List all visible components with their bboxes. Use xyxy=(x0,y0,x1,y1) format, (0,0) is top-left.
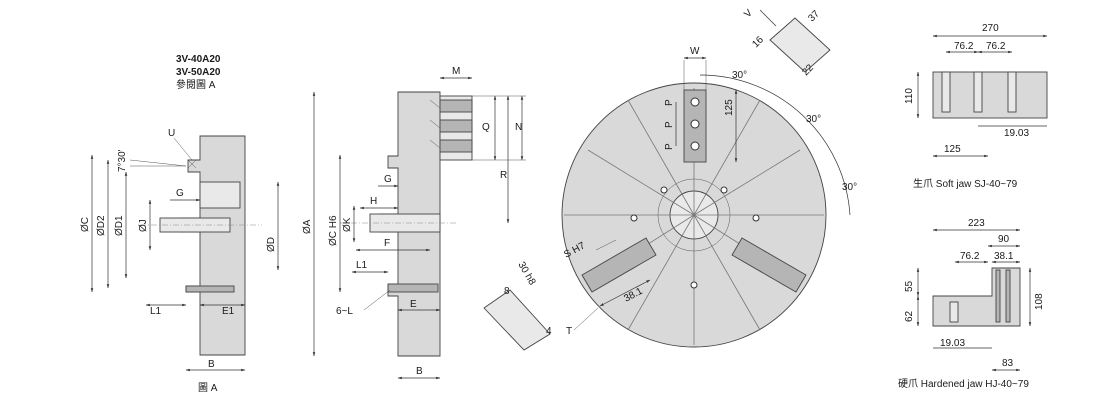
figure-a-pocket xyxy=(199,181,241,209)
hard-jaw-dim-55: 55 xyxy=(904,280,915,292)
label-oc-h6: ØC H6 xyxy=(328,215,339,246)
soft-jaw-caption: 生爪 Soft jaw SJ-40~79 xyxy=(913,177,1018,190)
label-u: U xyxy=(168,128,175,139)
jaw-left xyxy=(581,237,657,293)
label-g-side: G xyxy=(384,174,392,185)
hard-jaw-view: 223 90 76.2 38.1 55 62 108 19.03 83 硬爪 H… xyxy=(898,218,1045,390)
label-8: 8 xyxy=(504,286,510,297)
label-16: 16 xyxy=(750,34,766,50)
soft-jaw-dim-19-03: 19.03 xyxy=(1004,128,1029,139)
tslot-part xyxy=(769,17,831,73)
label-od2: ØD2 xyxy=(96,215,107,236)
hard-jaw-dim-90: 90 xyxy=(998,234,1010,245)
angle-arc xyxy=(699,74,851,216)
label-angle-1: 30° xyxy=(732,70,747,81)
label-oa: ØA xyxy=(302,219,313,234)
label-37: 37 xyxy=(806,8,822,24)
label-t: T xyxy=(566,326,572,337)
key-detail: 30 h8 8 4 xyxy=(483,260,552,351)
figure-a-body xyxy=(179,135,246,356)
hard-jaw-dim-108: 108 xyxy=(1034,293,1045,310)
label-b-side: B xyxy=(416,366,423,377)
soft-jaw-dim-76-2-b: 76.2 xyxy=(986,41,1006,52)
key-part xyxy=(483,289,551,351)
label-angle-2: 30° xyxy=(806,114,821,125)
label-oj: ØJ xyxy=(138,219,149,232)
label-n: N xyxy=(515,122,522,133)
figure-a-view: 3V-40A20 3V-50A20 參閱圖 A U 7°30' G ØC ØD2… xyxy=(80,54,280,394)
label-30-h8: 30 h8 xyxy=(515,260,537,288)
label-oc: ØC xyxy=(80,217,91,232)
label-m: M xyxy=(452,66,460,77)
label-l1: L1 xyxy=(150,306,162,317)
reference-note: 參閱圖 A xyxy=(176,78,216,91)
jaw-right xyxy=(731,237,807,293)
label-od: ØD xyxy=(266,237,277,252)
model-label-1: 3V-40A20 xyxy=(176,54,221,65)
soft-jaw-dim-76-2-a: 76.2 xyxy=(954,41,974,52)
label-g: G xyxy=(176,188,184,199)
side-view: M Q N R G H ØA ØC H6 ØK F L1 6~L E B xyxy=(302,66,526,380)
label-h: H xyxy=(370,196,377,207)
label-125: 125 xyxy=(724,99,735,116)
soft-jaw-body xyxy=(932,71,1048,119)
label-angle-3: 30° xyxy=(842,182,857,193)
label-q: Q xyxy=(482,122,490,133)
label-b: B xyxy=(208,359,215,370)
label-r: R xyxy=(500,170,507,181)
label-p-1: P xyxy=(664,99,675,106)
hard-jaw-caption: 硬爪 Hardened jaw HJ-40~79 xyxy=(898,378,1029,390)
label-v: V xyxy=(742,7,755,20)
hard-jaw-dim-62: 62 xyxy=(904,310,915,322)
label-angle: 7°30' xyxy=(117,149,128,172)
figure-a-flange xyxy=(185,285,235,293)
label-6-l: 6~L xyxy=(336,306,353,317)
label-ok: ØK xyxy=(342,217,353,232)
side-view-flange xyxy=(387,283,439,293)
label-f: F xyxy=(384,238,390,249)
soft-jaw-dim-270: 270 xyxy=(982,23,999,34)
label-p-3: P xyxy=(664,143,675,150)
front-view: W P P P 125 30° 30° 30° S H7 38.1 T xyxy=(561,46,857,348)
label-4: 4 xyxy=(546,326,552,337)
soft-jaw-dim-110: 110 xyxy=(904,88,915,104)
label-w: W xyxy=(690,46,700,57)
figure-a-caption: 圖 A xyxy=(198,382,218,394)
hard-jaw-dim-83: 83 xyxy=(1002,358,1014,369)
soft-jaw-dim-125: 125 xyxy=(944,144,961,155)
label-e1: E1 xyxy=(222,306,235,317)
model-label-2: 3V-50A20 xyxy=(176,67,221,78)
label-p-2: P xyxy=(664,121,675,128)
label-od1: ØD1 xyxy=(114,215,125,236)
hard-jaw-dim-19-03: 19.03 xyxy=(940,338,965,349)
hard-jaw-dim-38-1: 38.1 xyxy=(994,251,1014,262)
label-l1-side: L1 xyxy=(356,260,368,271)
tslot-detail: V 37 16 22 xyxy=(742,7,831,78)
label-e: E xyxy=(410,299,417,310)
soft-jaw-view: 270 76.2 76.2 110 19.03 125 生爪 Soft jaw … xyxy=(904,23,1048,190)
hard-jaw-dim-223: 223 xyxy=(968,218,985,229)
hard-jaw-dim-76-2: 76.2 xyxy=(960,251,980,262)
